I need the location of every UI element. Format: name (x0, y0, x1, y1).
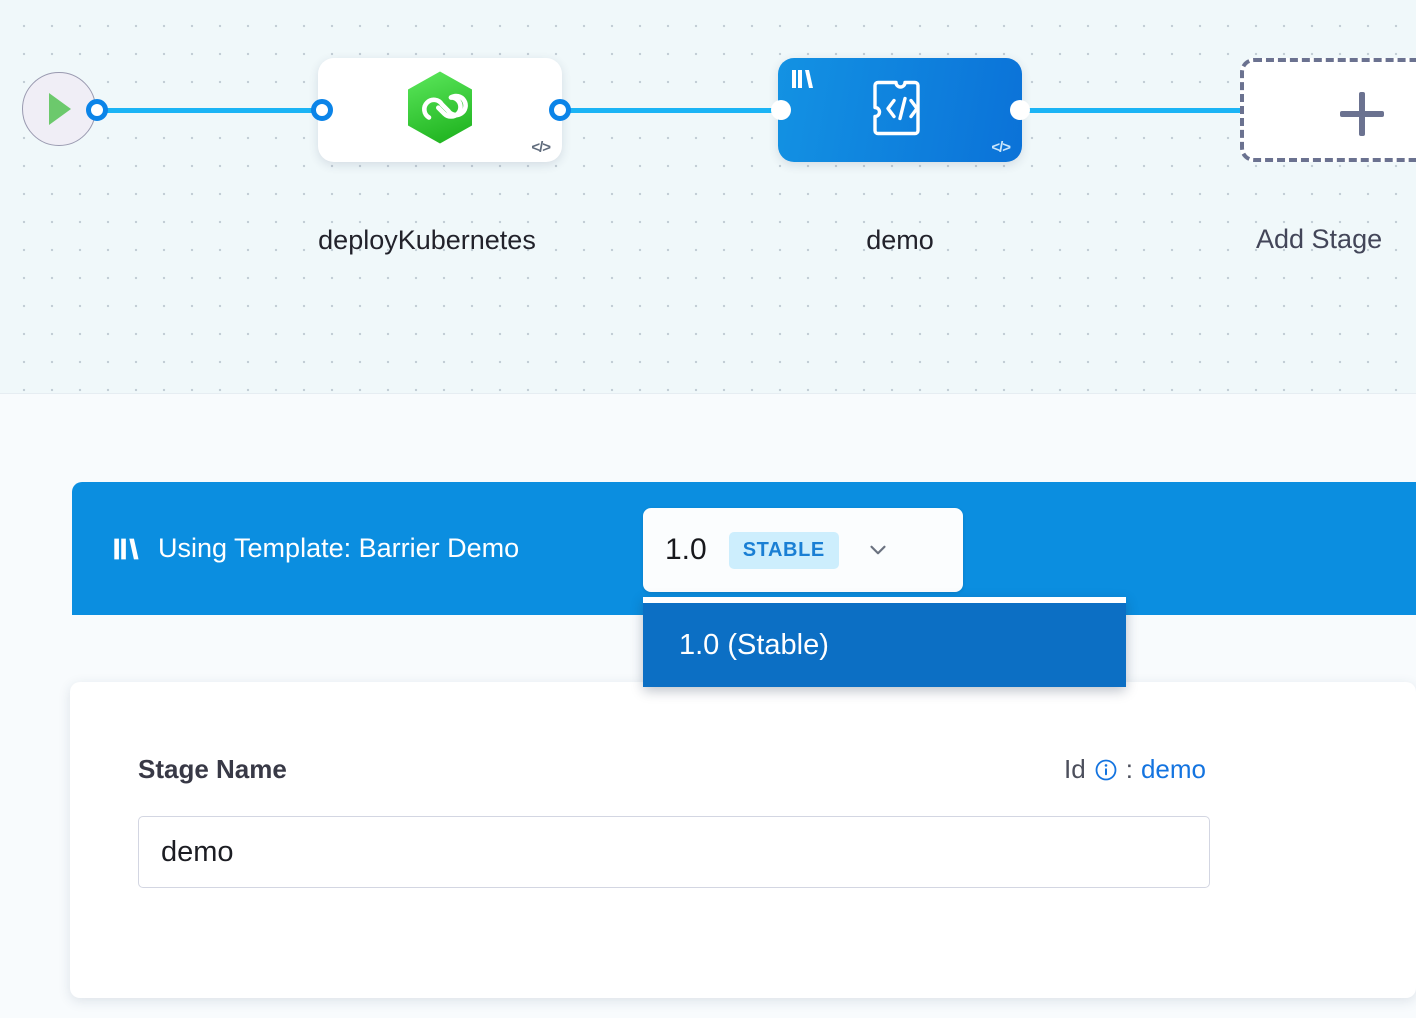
harness-deploy-hexagon-icon (405, 70, 475, 151)
stage-node-demo[interactable]: </> (778, 58, 1022, 162)
pipeline-start-node[interactable] (22, 72, 96, 146)
status-badge-stable: STABLE (728, 531, 839, 569)
port-demo-output[interactable] (1010, 100, 1030, 120)
port-start-output[interactable] (86, 99, 108, 121)
connector-line-demo-to-add (1000, 108, 1250, 113)
stage-name-field-header: Stage Name Id : demo (138, 754, 1206, 785)
stage-name-label: Stage Name (138, 754, 287, 784)
port-k8s-input[interactable] (311, 99, 333, 121)
using-template-banner: Using Template: Barrier Demo 1.0 STABLE (72, 482, 1416, 615)
id-separator: : (1125, 754, 1133, 784)
chevron-down-icon[interactable] (865, 537, 891, 563)
port-k8s-output[interactable] (549, 99, 571, 121)
play-icon (49, 93, 71, 125)
add-stage-label: Add Stage (1256, 224, 1383, 254)
template-library-icon (112, 534, 142, 564)
add-stage-button[interactable] (1240, 58, 1416, 162)
info-circle-icon[interactable] (1094, 758, 1118, 782)
stage-name-input[interactable] (138, 816, 1210, 888)
stage-detail-card: Stage Name Id : demo (70, 682, 1416, 998)
yaml-code-indicator-icon: </> (531, 139, 551, 156)
dropdown-option-1-0-stable[interactable]: 1.0 (Stable) (643, 603, 1126, 687)
template-library-icon (790, 66, 816, 97)
id-label: Id (1064, 754, 1086, 784)
stage-id-value: demo (1140, 754, 1206, 784)
connector-line-k8s-to-demo (545, 108, 795, 113)
template-version-dropdown-menu[interactable]: 1.0 (Stable) (643, 597, 1126, 687)
stage-node-deploykubernetes[interactable]: </> (318, 58, 562, 162)
stage-label-demo: demo (866, 225, 934, 255)
pipeline-canvas[interactable]: </> deployKubernetes </ (0, 0, 1416, 394)
template-version-value: 1.0 (665, 533, 707, 566)
yaml-code-indicator-icon: </> (991, 139, 1011, 156)
stage-label-deploykubernetes: deployKubernetes (318, 225, 536, 255)
plus-icon (1340, 92, 1384, 136)
custom-stage-puzzle-code-icon (867, 75, 933, 146)
using-template-label: Using Template: Barrier Demo (158, 533, 520, 563)
stage-id-row: Id : demo (1064, 754, 1206, 785)
port-demo-input[interactable] (771, 100, 791, 120)
connector-line-start-to-k8s (95, 108, 335, 113)
template-version-selector[interactable]: 1.0 STABLE (643, 508, 963, 592)
